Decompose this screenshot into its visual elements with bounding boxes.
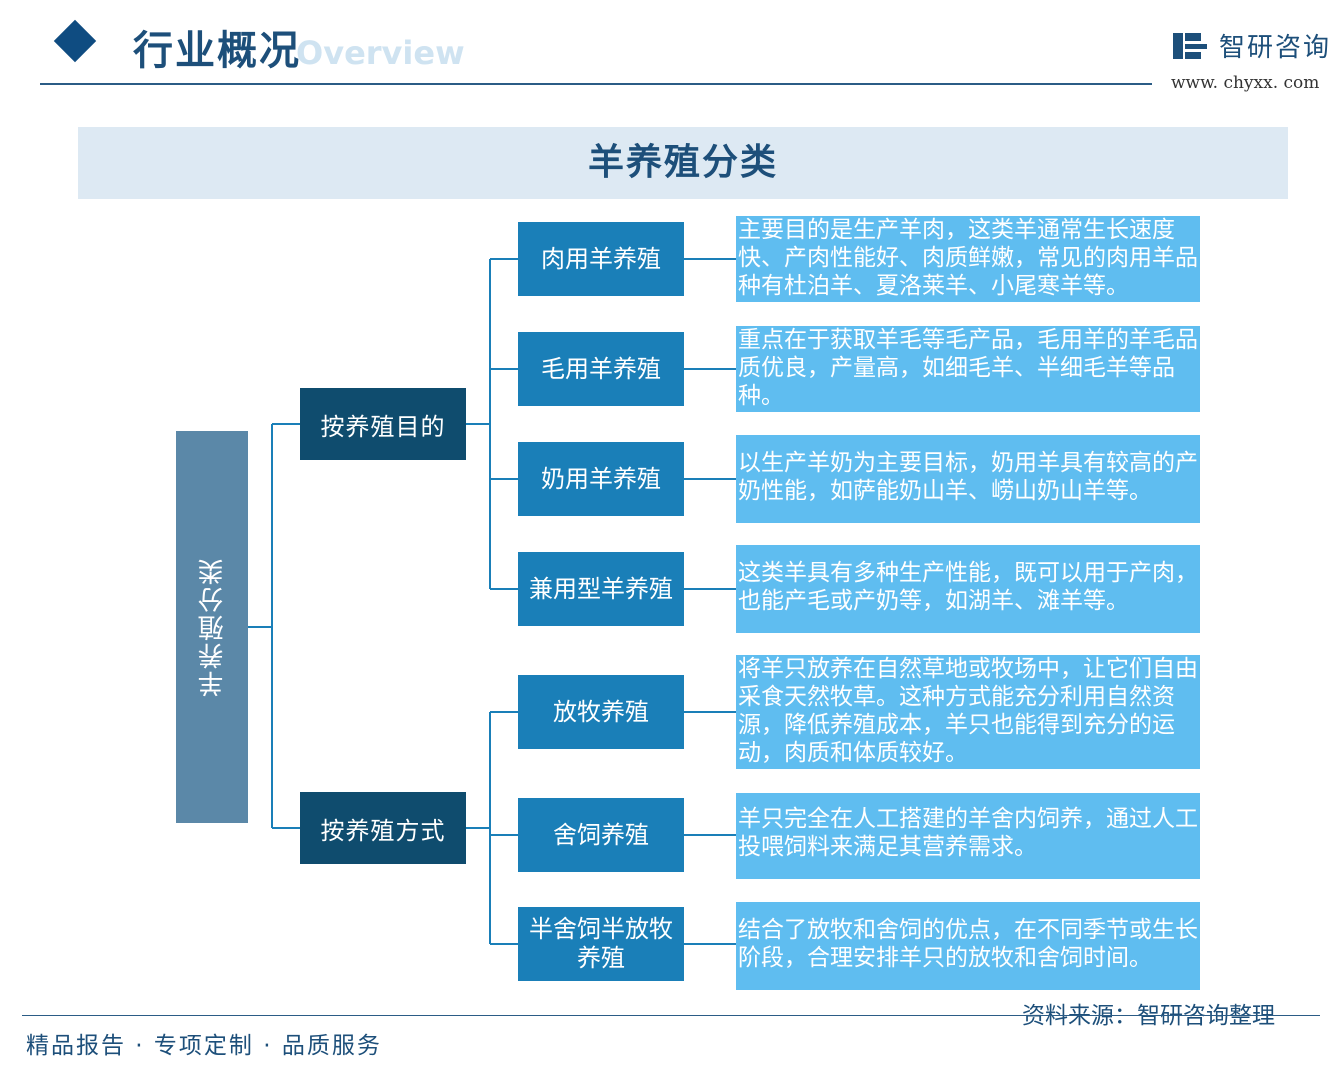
footer-divider xyxy=(22,1015,1320,1016)
category-node-grazing: 放牧养殖 xyxy=(518,675,684,749)
root-node: 羊养殖分类 xyxy=(176,431,248,823)
description-grazing: 将羊只放养在自然草地或牧场中，让它们自由采食天然牧草。这种方式能充分利用自然资源… xyxy=(736,655,1200,769)
header-diamond-icon xyxy=(53,19,97,63)
description-wool: 重点在于获取羊毛等毛产品，毛用羊的羊毛品质优良，产量高，如细毛羊、半细毛羊等品种… xyxy=(736,326,1200,412)
category-node-meat: 肉用羊养殖 xyxy=(518,222,684,296)
category-node-semi: 半舍饲半放牧养殖 xyxy=(518,907,684,981)
brand-url: www. chyxx. com xyxy=(1171,73,1320,93)
category-node-housed: 舍饲养殖 xyxy=(518,798,684,872)
brand-name: 智研咨询 xyxy=(1219,33,1332,63)
description-meat: 主要目的是生产羊肉，这类羊通常生长速度快、产肉性能好、肉质鲜嫩，常见的肉用羊品种… xyxy=(736,216,1200,302)
category-node-wool: 毛用羊养殖 xyxy=(518,332,684,406)
description-dual: 这类羊具有多种生产性能，既可以用于产肉，也能产毛或产奶等，如湖羊、滩羊等。 xyxy=(736,545,1200,633)
root-node-label: 羊养殖分类 xyxy=(197,557,228,697)
group-node-method: 按养殖方式 xyxy=(300,792,466,864)
description-semi: 结合了放牧和舍饲的优点，在不同季节或生长阶段，合理安排羊只的放牧和舍饲时间。 xyxy=(736,902,1200,990)
category-node-dual: 兼用型羊养殖 xyxy=(518,552,684,626)
source-note: 资料来源：智研咨询整理 xyxy=(1022,1003,1275,1029)
description-dairy: 以生产羊奶为主要目标，奶用羊具有较高的产奶性能，如萨能奶山羊、崂山奶山羊等。 xyxy=(736,435,1200,523)
description-housed: 羊只完全在人工搭建的羊舍内饲养，通过人工投喂饲料来满足其营养需求。 xyxy=(736,793,1200,879)
page-title: 行业概况 xyxy=(133,28,301,74)
header-divider xyxy=(40,83,1152,85)
group-node-purpose: 按养殖目的 xyxy=(300,388,466,460)
header-subtitle: Overview xyxy=(296,34,465,72)
footer-slogan: 精品报告 · 专项定制 · 品质服务 xyxy=(26,1033,382,1059)
category-node-dairy: 奶用羊养殖 xyxy=(518,442,684,516)
brand-logo-icon xyxy=(1173,33,1207,59)
diagram-title-banner: 羊养殖分类 xyxy=(78,127,1288,199)
